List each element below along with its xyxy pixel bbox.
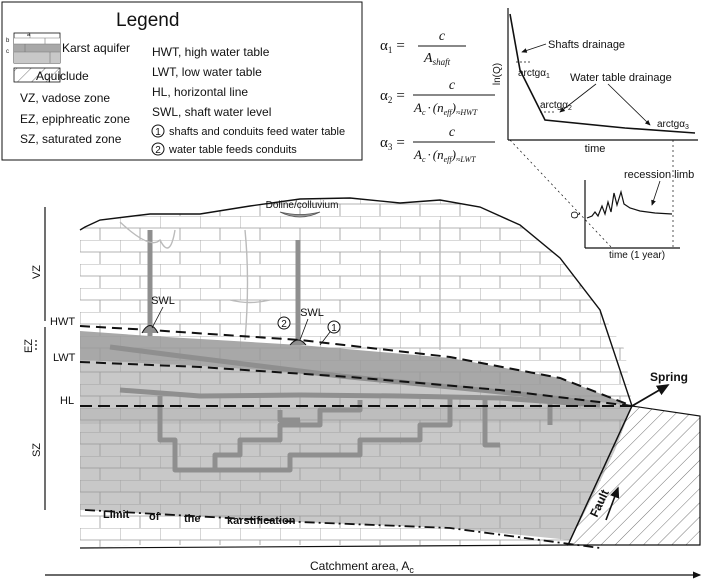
equations: α1= c Ashaft α2= c Ac·(neff)≈HWT α3= c A… xyxy=(380,29,495,164)
vz-label: VZ xyxy=(31,265,43,279)
zone-scale xyxy=(35,207,46,510)
eq1-lhs: α1= xyxy=(380,38,405,55)
karst-aquifer-swatch: a b c xyxy=(6,32,61,64)
hydrograph-xlabel: time (1 year) xyxy=(609,250,665,261)
eq3-lhs: α3= xyxy=(380,135,405,152)
limit-of-karstification-line xyxy=(84,509,601,549)
legend-karst-aquifer: Karst aquifer xyxy=(62,41,130,55)
legend-hl: HL, horizontal line xyxy=(152,85,248,99)
legend-aquiclude: Aquiclude xyxy=(36,69,89,83)
limit-word-2: of xyxy=(149,511,160,523)
recession-xlabel: time xyxy=(585,143,606,155)
hwt-line xyxy=(79,325,633,407)
eq3-numerator: c xyxy=(449,125,456,140)
legend-title: Legend xyxy=(116,10,179,31)
arctg2-label: arctgα2 xyxy=(540,100,572,112)
sz-label: SZ xyxy=(31,443,43,457)
legend-box: Legend a b c Karst aquifer Aquiclude VZ,… xyxy=(1,1,363,161)
conduit-network xyxy=(109,230,601,473)
legend-ez: EZ, epiphreatic zone xyxy=(20,112,130,126)
spring-arrow xyxy=(631,384,670,407)
recession-plot: ln(Q) time Shafts drainage Water table d… xyxy=(492,8,698,155)
eq2-lhs: α2= xyxy=(380,88,405,105)
legend-marker-1: 1 xyxy=(155,127,161,138)
legend-marker-2: 2 xyxy=(155,145,161,156)
aquiclude-swatch xyxy=(13,67,61,83)
recession-ylabel: ln(Q) xyxy=(492,63,503,85)
fault-line xyxy=(567,405,633,546)
mini-label-b: b xyxy=(6,38,10,44)
hwt-label: HWT xyxy=(50,316,75,328)
marker-2: 2 xyxy=(281,319,287,330)
recession-curve xyxy=(509,13,696,134)
eq2-denominator: Ac·(neff)≈HWT xyxy=(413,100,478,117)
legend-hwt: HWT, high water table xyxy=(152,45,270,59)
hl-label: HL xyxy=(60,395,74,407)
mini-label-a: a xyxy=(27,32,31,38)
hydrograph-ylabel: Q xyxy=(570,211,581,219)
legend-sz: SZ, saturated zone xyxy=(20,132,122,146)
water-table-drainage-label: Water table drainage xyxy=(570,72,672,84)
cross-section: Doline/colluvium SWL SWL 2 1 HWT LWT HL … xyxy=(23,197,702,579)
limit-word-4: karstification xyxy=(227,515,296,527)
legend-lwt: LWT, low water table xyxy=(152,65,262,79)
legend-swl: SWL, shaft water level xyxy=(152,105,271,119)
limit-word-3: the xyxy=(184,513,201,525)
legend-feed1: shafts and conduits feed water table xyxy=(169,126,345,138)
eq2-numerator: c xyxy=(449,78,456,93)
hydrograph-plot: Q time (1 year) recession limb xyxy=(509,139,694,261)
limit-word-1: Limit xyxy=(103,509,130,521)
ez-label: EZ xyxy=(23,339,35,353)
doline-colluvium xyxy=(279,211,321,218)
mini-label-c: c xyxy=(6,49,9,55)
doline-label: Doline/colluvium xyxy=(266,200,339,211)
eq1-denominator: Ashaft xyxy=(423,51,451,67)
arctg3-label: arctgα3 xyxy=(657,119,689,131)
recession-limb-label: recession limb xyxy=(624,169,694,181)
swl-label-1: SWL xyxy=(151,295,175,307)
shafts-drainage-label: Shafts drainage xyxy=(548,39,625,51)
spring-label: Spring xyxy=(650,370,688,384)
eq1-numerator: c xyxy=(439,29,446,44)
eq3-denominator: Ac·(neff)≈LWT xyxy=(413,147,476,164)
legend-vz: VZ, vadose zone xyxy=(20,91,110,105)
arctg1-label: arctgα1 xyxy=(518,68,550,80)
lwt-label: LWT xyxy=(53,352,76,364)
ground-surface xyxy=(79,197,633,407)
lwt-line xyxy=(79,361,633,407)
swl-label-2: SWL xyxy=(300,307,324,319)
hydrograph-curve xyxy=(586,189,673,219)
legend-feed2: water table feeds conduits xyxy=(168,144,297,156)
marker-1: 1 xyxy=(331,323,337,334)
catchment-label: Catchment area, Ac xyxy=(310,559,414,575)
